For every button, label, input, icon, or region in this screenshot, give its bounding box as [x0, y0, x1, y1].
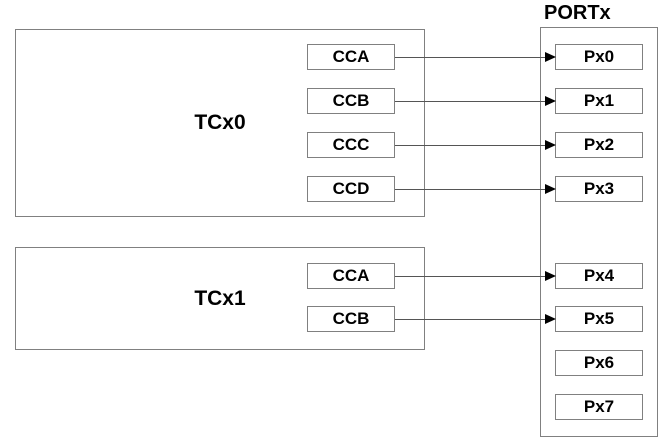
cc-box-tcx1-cca: CCA — [307, 263, 395, 289]
arrowhead-icon — [545, 271, 556, 281]
cc-box-tcx0-ccb: CCB — [307, 88, 395, 114]
cc-box-tcx0-ccd: CCD — [307, 176, 395, 202]
arrow-line — [395, 145, 547, 146]
cc-box-tcx0-ccc: CCC — [307, 132, 395, 158]
pin-box-px2: Px2 — [555, 132, 643, 158]
arrow-line — [395, 57, 547, 58]
pin-box-px4: Px4 — [555, 263, 643, 289]
arrow-line — [395, 319, 547, 320]
port-title: PORTx — [544, 2, 611, 24]
arrowhead-icon — [545, 52, 556, 62]
arrowhead-icon — [545, 184, 556, 194]
cc-box-tcx1-ccb: CCB — [307, 306, 395, 332]
arrowhead-icon — [545, 140, 556, 150]
arrow-line — [395, 101, 547, 102]
pin-box-px5: Px5 — [555, 306, 643, 332]
arrowhead-icon — [545, 314, 556, 324]
pin-box-px7: Px7 — [555, 394, 643, 420]
pin-box-px0: Px0 — [555, 44, 643, 70]
arrow-line — [395, 276, 547, 277]
arrowhead-icon — [545, 96, 556, 106]
pin-box-px3: Px3 — [555, 176, 643, 202]
timer-label-tcx1: TCx1 — [194, 286, 246, 310]
cc-box-tcx0-cca: CCA — [307, 44, 395, 70]
timer-label-tcx0: TCx0 — [194, 111, 246, 134]
pin-box-px6: Px6 — [555, 350, 643, 376]
arrow-line — [395, 189, 547, 190]
pin-box-px1: Px1 — [555, 88, 643, 114]
